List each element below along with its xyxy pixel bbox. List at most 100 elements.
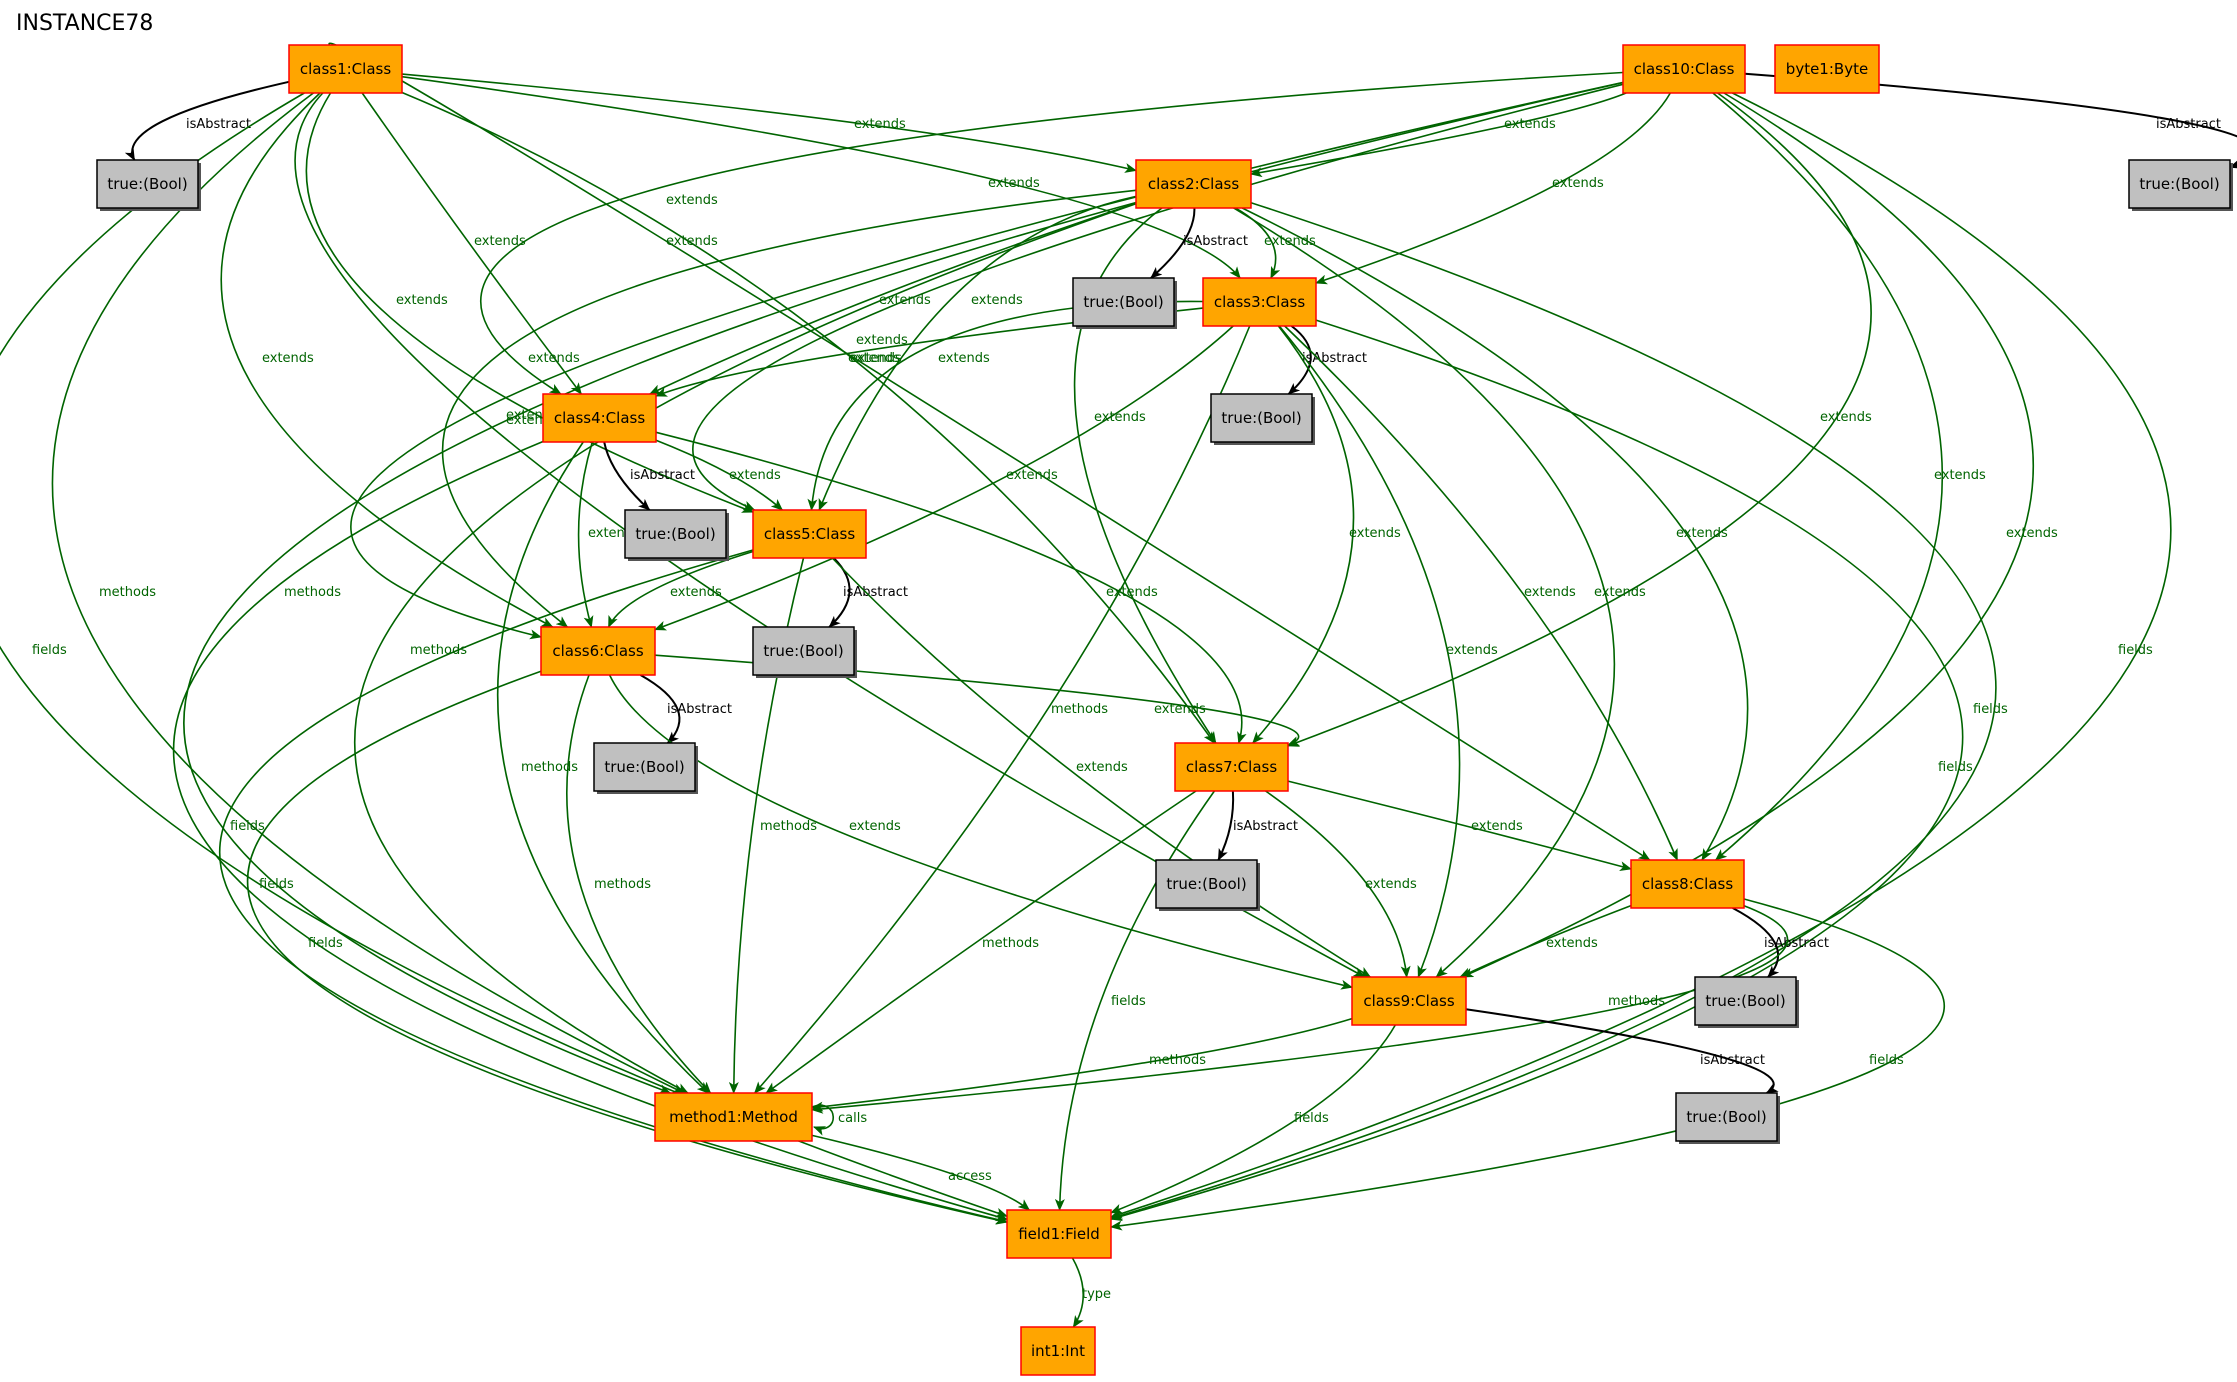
edge-label: isAbstract [843,585,908,600]
node-field1[interactable]: field1:Field [1006,1209,1112,1259]
node-int1[interactable]: int1:Int [1020,1326,1096,1376]
node-box [1006,1209,1112,1259]
node-b3[interactable]: true:(Bool) [1210,393,1315,445]
edge-line [1150,207,1196,279]
edge-label: fields [1938,760,1973,775]
node-label: true:(Bool) [1221,409,1301,427]
edge-label: extends [670,585,722,600]
node-class2[interactable]: class2:Class [1135,159,1252,209]
node-b7[interactable]: true:(Bool) [1155,859,1260,911]
node-label: true:(Bool) [2139,175,2219,193]
edge-class2-to-class9: extends [1233,207,1646,978]
diagram-title: INSTANCE78 [16,11,153,36]
node-class9[interactable]: class9:Class [1351,976,1467,1026]
edge-class10-to-class2: extends [1250,92,1627,178]
node-label: true:(Bool) [635,525,715,543]
edge-label: extends [666,234,718,249]
node-box [1630,859,1745,909]
edge-line [172,440,1008,1222]
edge-label: methods [521,760,578,775]
edge-label: extends [1552,176,1604,191]
edge-line [654,325,1234,631]
node-b1[interactable]: true:(Bool) [96,159,201,211]
edge-line [1732,907,1780,978]
edge-field1-to-int1: type [1071,1257,1111,1328]
node-b4[interactable]: true:(Bool) [624,509,729,561]
node-label: class6:Class [552,642,643,660]
node-box [752,509,867,559]
edge-line [220,92,554,628]
edge-label: extends [1076,760,1128,775]
edge-line [608,674,1353,990]
edge-class1-to-class5: extends [305,92,754,513]
edge-line [655,439,784,511]
edge-line [401,91,1215,744]
node-b8[interactable]: true:(Bool) [1694,976,1799,1028]
node-method1[interactable]: method1:Method [654,1092,813,1142]
node-label: int1:Int [1031,1342,1085,1360]
edge-class6-to-method1: methods [566,674,712,1094]
node-b5[interactable]: true:(Bool) [752,626,857,678]
edge-line [1241,207,1749,861]
edge-method1-to-field1: access [811,1134,1031,1211]
edge-line [811,1104,835,1136]
edge-label: fields [259,877,294,892]
node-class3[interactable]: class3:Class [1202,277,1317,327]
edge-class2-to-class6: extends [441,189,1137,628]
edge-class6-to-b6: isAbstract [640,674,732,744]
edge-class2-to-method1: methods [354,203,1137,1094]
edge-line [1110,319,1964,1221]
node-class4[interactable]: class4:Class [542,393,657,443]
edge-line [765,790,1197,1094]
edge-label: extends [729,468,781,483]
node-class5[interactable]: class5:Class [752,509,867,559]
node-box [752,626,855,676]
edge-class10-to-class5: extends [692,83,1624,511]
edge-label: extends [988,176,1040,191]
node-label: class4:Class [554,409,645,427]
edge-class8-to-class9: extends [1459,904,1632,978]
node-label: true:(Bool) [1686,1108,1766,1126]
edge-line [1110,201,1997,1221]
node-b2[interactable]: true:(Bool) [1072,277,1177,329]
node-class1[interactable]: class1:Class [288,44,403,94]
edge-label: methods [760,819,817,834]
edge-class2-to-b2: isAbstract [1150,207,1248,279]
edge-label: extends [849,819,901,834]
edge-line [1461,92,2035,978]
edge-label: fields [1111,994,1146,1009]
edge-label: extends [1524,585,1576,600]
node-label: class10:Class [1634,60,1735,78]
edge-label: extends [1006,468,1058,483]
edge-label: extends [396,293,448,308]
edge-class5-to-class9: extends [831,557,1372,978]
edge-line [577,441,594,628]
nodes-layer: class1:Class class10:Class byte1:Byte true:… [96,44,2233,1376]
edge-class7-to-class9: extends [1265,790,1417,978]
node-b10[interactable]: true:(Bool) [2128,159,2233,211]
edge-label: isAbstract [2156,117,2221,132]
edge-class2-to-class7: extends [1073,207,1217,744]
node-class10[interactable]: class10:Class [1622,44,1746,94]
node-b6[interactable]: true:(Bool) [593,742,698,794]
edge-line [640,674,681,744]
edge-label: methods [594,877,651,892]
node-b9[interactable]: true:(Bool) [1675,1092,1780,1144]
edge-label: methods [410,643,467,658]
edge-class10-to-field1: fields [1110,92,2172,1219]
node-class7[interactable]: class7:Class [1174,742,1289,792]
node-byte1[interactable]: byte1:Byte [1774,44,1880,94]
edge-label: fields [308,936,343,951]
node-class8[interactable]: class8:Class [1630,859,1745,909]
node-label: byte1:Byte [1786,60,1868,78]
node-class6[interactable]: class6:Class [540,626,656,676]
edge-label: extends [474,234,526,249]
edge-class4-to-b4: isAbstract [603,441,695,511]
edge-label: fields [32,643,67,658]
edge-class3-to-class6: extends [654,325,1234,631]
edge-label: fields [230,819,265,834]
edge-label: isAbstract [1764,936,1829,951]
edge-line [754,325,1251,1094]
edge-class4-to-class5: extends [655,439,784,511]
